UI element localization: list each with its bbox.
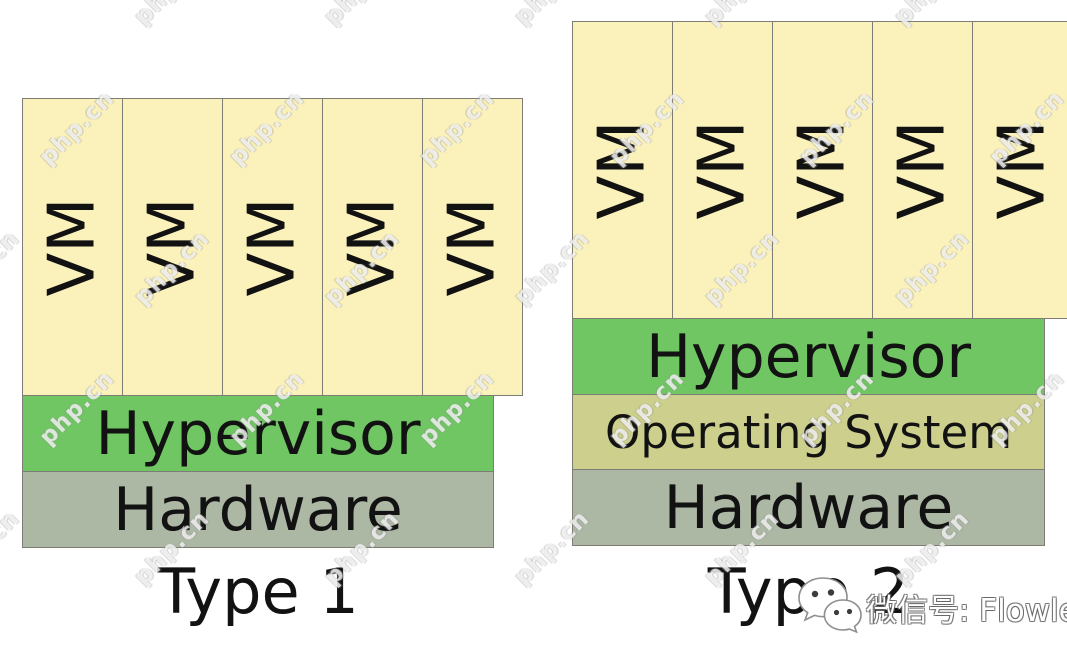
type1-vm-box: VM <box>122 98 223 396</box>
php-watermark-text: php.cn <box>130 0 215 30</box>
php-watermark-text: php.cn <box>320 0 405 30</box>
type2-hardware-layer: Hardware <box>572 469 1045 546</box>
vm-label: VM <box>685 120 760 220</box>
type1-vm-box: VM <box>322 98 423 396</box>
vm-label: VM <box>235 197 310 297</box>
vm-label: VM <box>135 197 210 297</box>
vm-label: VM <box>585 120 660 220</box>
type2-hypervisor-layer: Hypervisor <box>572 318 1045 395</box>
vm-label: VM <box>985 120 1060 220</box>
php-watermark-text: php.cn <box>0 505 25 591</box>
type2-caption: Type 2 <box>707 554 910 628</box>
php-watermark-text: php.cn <box>0 225 25 311</box>
type1-vm-box: VM <box>422 98 523 396</box>
type2-vm-box: VM <box>672 21 773 319</box>
type1-vm-row: VM VM VM VM VM <box>22 98 523 396</box>
vm-label: VM <box>335 197 410 297</box>
type1-hardware-layer: Hardware <box>22 471 494 548</box>
vm-label: VM <box>885 120 960 220</box>
type2-vm-box: VM <box>772 21 873 319</box>
type2-vm-box: VM <box>872 21 973 319</box>
type1-diagram: VM VM VM VM VM Hypervisor Hardware <box>22 98 523 548</box>
type2-vm-row: VM VM VM VM VM <box>572 21 1067 319</box>
type1-vm-box: VM <box>22 98 123 396</box>
type2-vm-box: VM <box>972 21 1067 319</box>
vm-label: VM <box>785 120 860 220</box>
vm-label: VM <box>35 197 110 297</box>
type2-operating-system-layer: Operating System <box>572 394 1045 470</box>
type1-hypervisor-layer: Hypervisor <box>22 395 494 472</box>
php-watermark-text: php.cn <box>0 0 24 30</box>
type2-vm-box: VM <box>572 21 673 319</box>
type2-diagram: VM VM VM VM VM Hypervisor Operating Syst… <box>572 21 1067 546</box>
type1-caption: Type 1 <box>157 554 359 628</box>
type1-vm-box: VM <box>222 98 323 396</box>
vm-label: VM <box>435 197 510 297</box>
